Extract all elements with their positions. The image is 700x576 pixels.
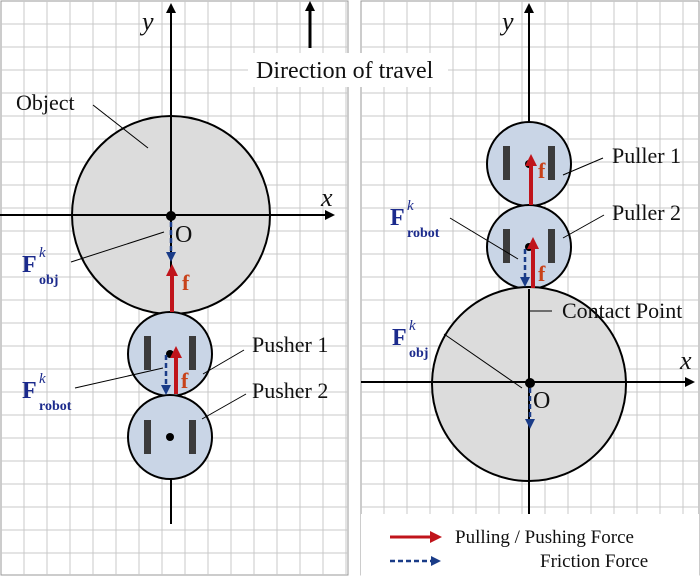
left-x-axis-label: x [320,183,333,212]
puller1-leader [562,157,604,176]
right-panel: O f f y x Puller 1 Puller 2 Contact Poin… [360,0,700,576]
puller1-wheel-right [548,146,555,180]
left-frobot-sub: robot [39,399,72,414]
puller1-f-label: f [538,158,546,183]
right-fobj-label: F [392,325,407,351]
pusher1-wheel-left [144,336,151,370]
direction-label: Direction of travel [256,58,434,84]
right-frobot-sub: robot [407,226,440,241]
contact-point-label: Contact Point [562,298,682,323]
pusher2-label: Pusher 2 [252,378,328,403]
direction-label-bg [248,53,448,87]
pusher2-wheel-left [144,420,151,454]
right-frobot-label: F [390,205,405,231]
right-x-axis-label: x [679,346,692,375]
pusher1-label: Pusher 1 [252,332,328,357]
legend-box [361,514,699,576]
object-leader [92,104,149,149]
puller1-wheel-left [503,146,510,180]
pusher1-wheel-right [189,336,196,370]
pusher2-center [166,433,174,441]
right-origin-label: O [533,388,550,414]
left-fobj-sup: k [39,245,46,261]
pusher2-wheel-right [189,420,196,454]
left-frobot-sup: k [39,371,46,387]
left-origin-label: O [175,222,192,248]
left-frobot-label: F [22,378,37,404]
frobot-leader [74,367,164,389]
right-fobj-sub: obj [409,346,428,361]
left-panel: O f f y x Object Pusher 1 Pusher 2 F obj… [0,0,349,576]
puller2-label: Puller 2 [612,200,681,225]
puller1-label: Puller 1 [612,143,681,168]
pusher1-leader [202,349,245,375]
right-origin-dot [525,378,535,388]
left-fobj-label: F [22,252,37,278]
object-label: Object [16,90,75,115]
legend-friction-label: Friction Force [540,551,648,572]
legend-push-label: Pulling / Pushing Force [455,527,634,548]
pusher2-leader [201,393,247,420]
puller2-leader [562,214,605,239]
puller2-wheel-right [548,229,555,263]
puller2-wheel-left [503,229,510,263]
puller2-f-label: f [538,261,546,286]
right-fobj-sup: k [409,318,416,334]
fobj-leader [70,231,165,263]
left-f-label: f [182,270,190,295]
pusher1-f-label: f [181,368,189,393]
left-y-axis-label: y [139,7,154,36]
right-y-axis-label: y [499,7,514,36]
right-frobot-sup: k [407,198,414,214]
left-fobj-sub: obj [39,273,58,288]
right-frobot-leader [449,217,519,260]
right-fobj-leader [443,333,523,389]
left-origin-dot [166,211,176,221]
